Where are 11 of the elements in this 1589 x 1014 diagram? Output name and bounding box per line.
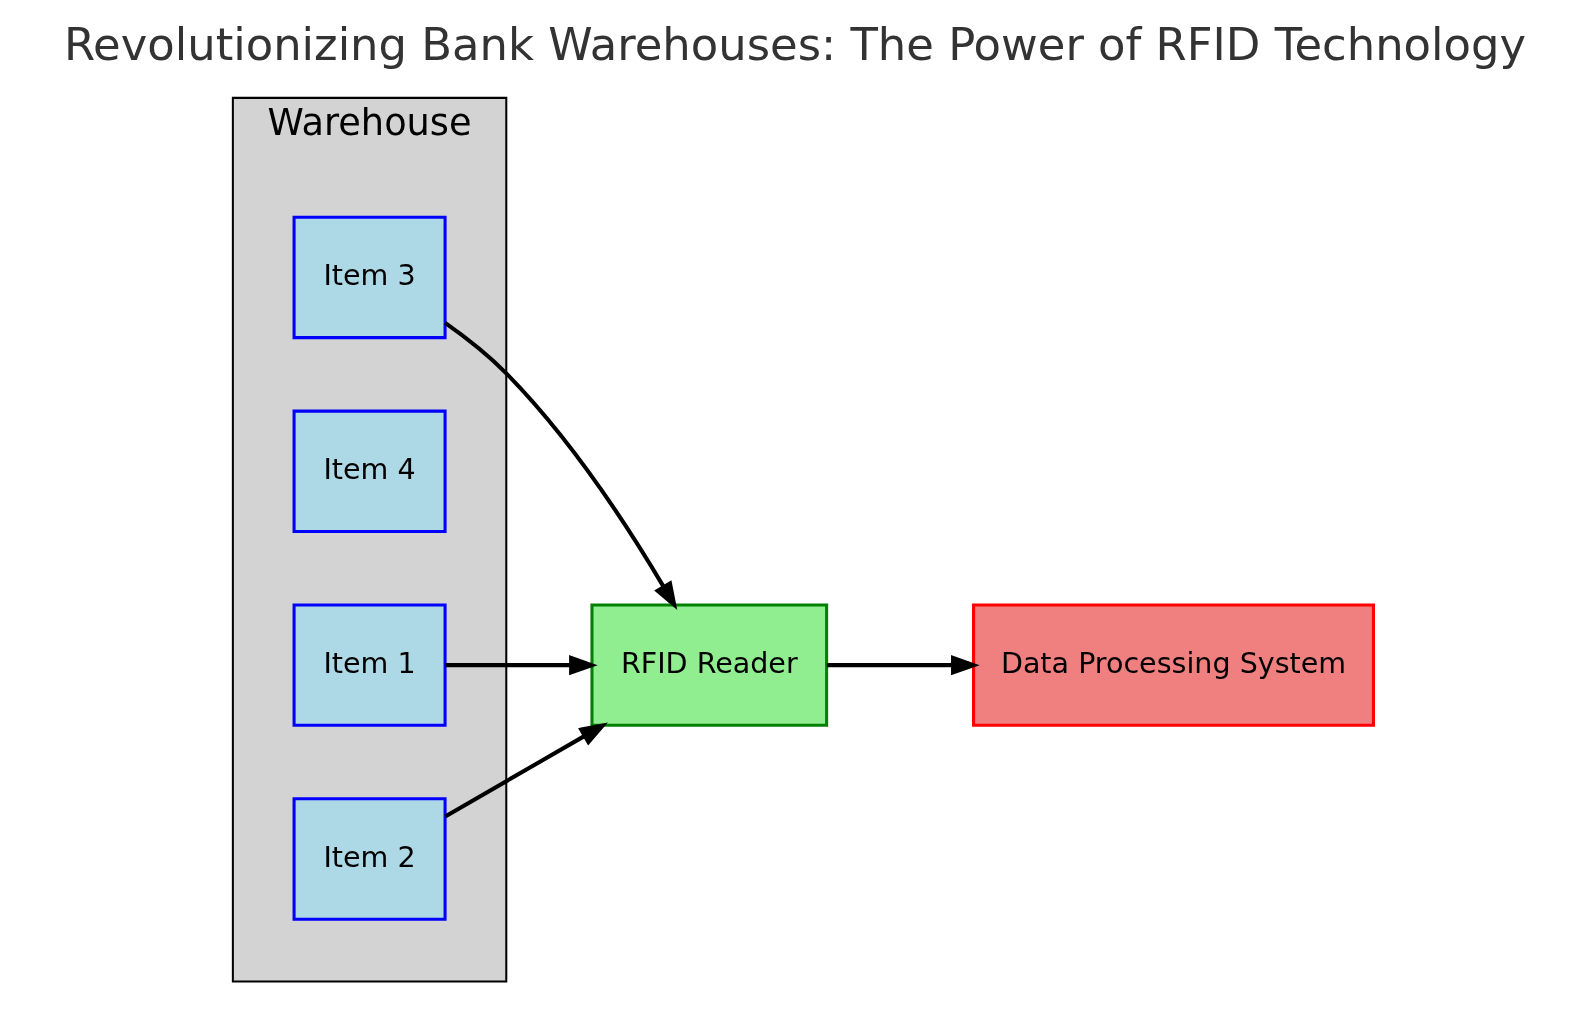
arrow	[443, 722, 608, 819]
arrow	[443, 321, 677, 611]
node-box: Item 1	[292, 603, 447, 727]
diagram-title: Revolutionizing Bank Warehouses: The Power of RFID Technology	[63, 18, 1526, 72]
node-box: Item 4	[292, 409, 447, 533]
arrow	[826, 655, 980, 676]
node-box: Item 3	[292, 215, 447, 340]
node-box: RFID Reader	[589, 603, 828, 727]
arrow	[444, 655, 598, 676]
node-box: Data Processing System	[971, 603, 1375, 727]
node-box: Item 2	[292, 797, 447, 921]
